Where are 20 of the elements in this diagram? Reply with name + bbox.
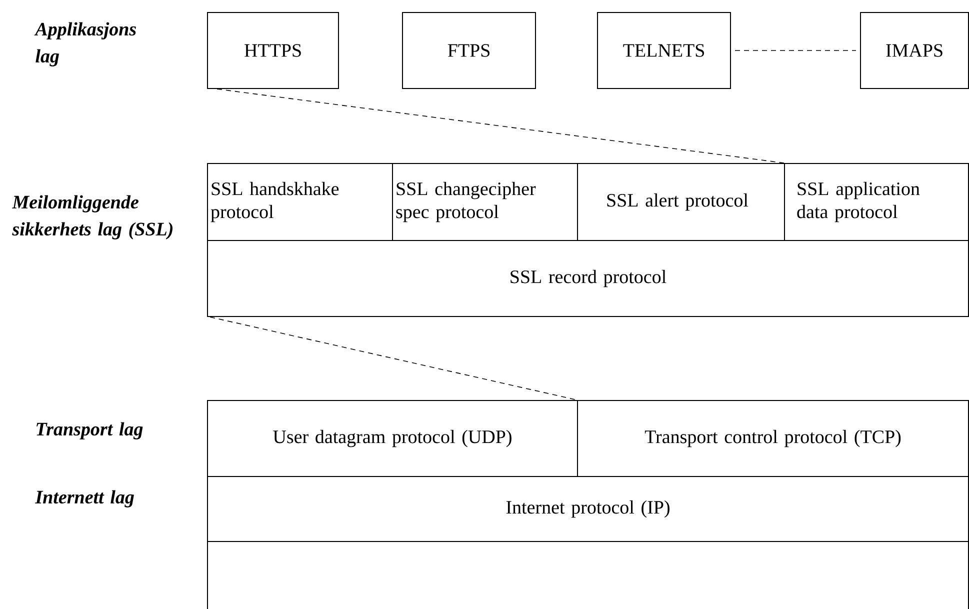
protocol-cell: SSL handskhake protocol — [207, 162, 393, 241]
protocol-band: Internet protocol (IP) — [207, 476, 969, 542]
protocol-box: IMAPS — [860, 12, 969, 89]
protocol-cell: SSL changecipher spec protocol — [392, 162, 578, 241]
layer-label: Meilomliggende sikkerhets lag (SSL) — [12, 195, 172, 240]
protocol-cell: Transport control protocol (TCP) — [577, 400, 969, 477]
protocol-cell: User datagram protocol (UDP) — [207, 400, 578, 477]
dashed-line — [210, 316, 578, 400]
layer-label: Applikasjons lag — [34, 22, 136, 66]
empty-band — [207, 540, 969, 609]
protocol-box: HTTPS — [207, 12, 339, 89]
dashed-line — [734, 50, 856, 51]
layer-label: Internett lag — [35, 490, 134, 508]
protocol-box: FTPS — [402, 12, 536, 89]
protocol-box: TELNETS — [597, 12, 731, 89]
dashed-line — [216, 88, 784, 164]
protocol-cell: SSL application data protocol — [784, 162, 969, 241]
layer-label: Transport lag — [36, 422, 143, 440]
protocol-cell: SSL alert protocol — [577, 162, 785, 241]
protocol-band: SSL record protocol — [207, 240, 969, 317]
